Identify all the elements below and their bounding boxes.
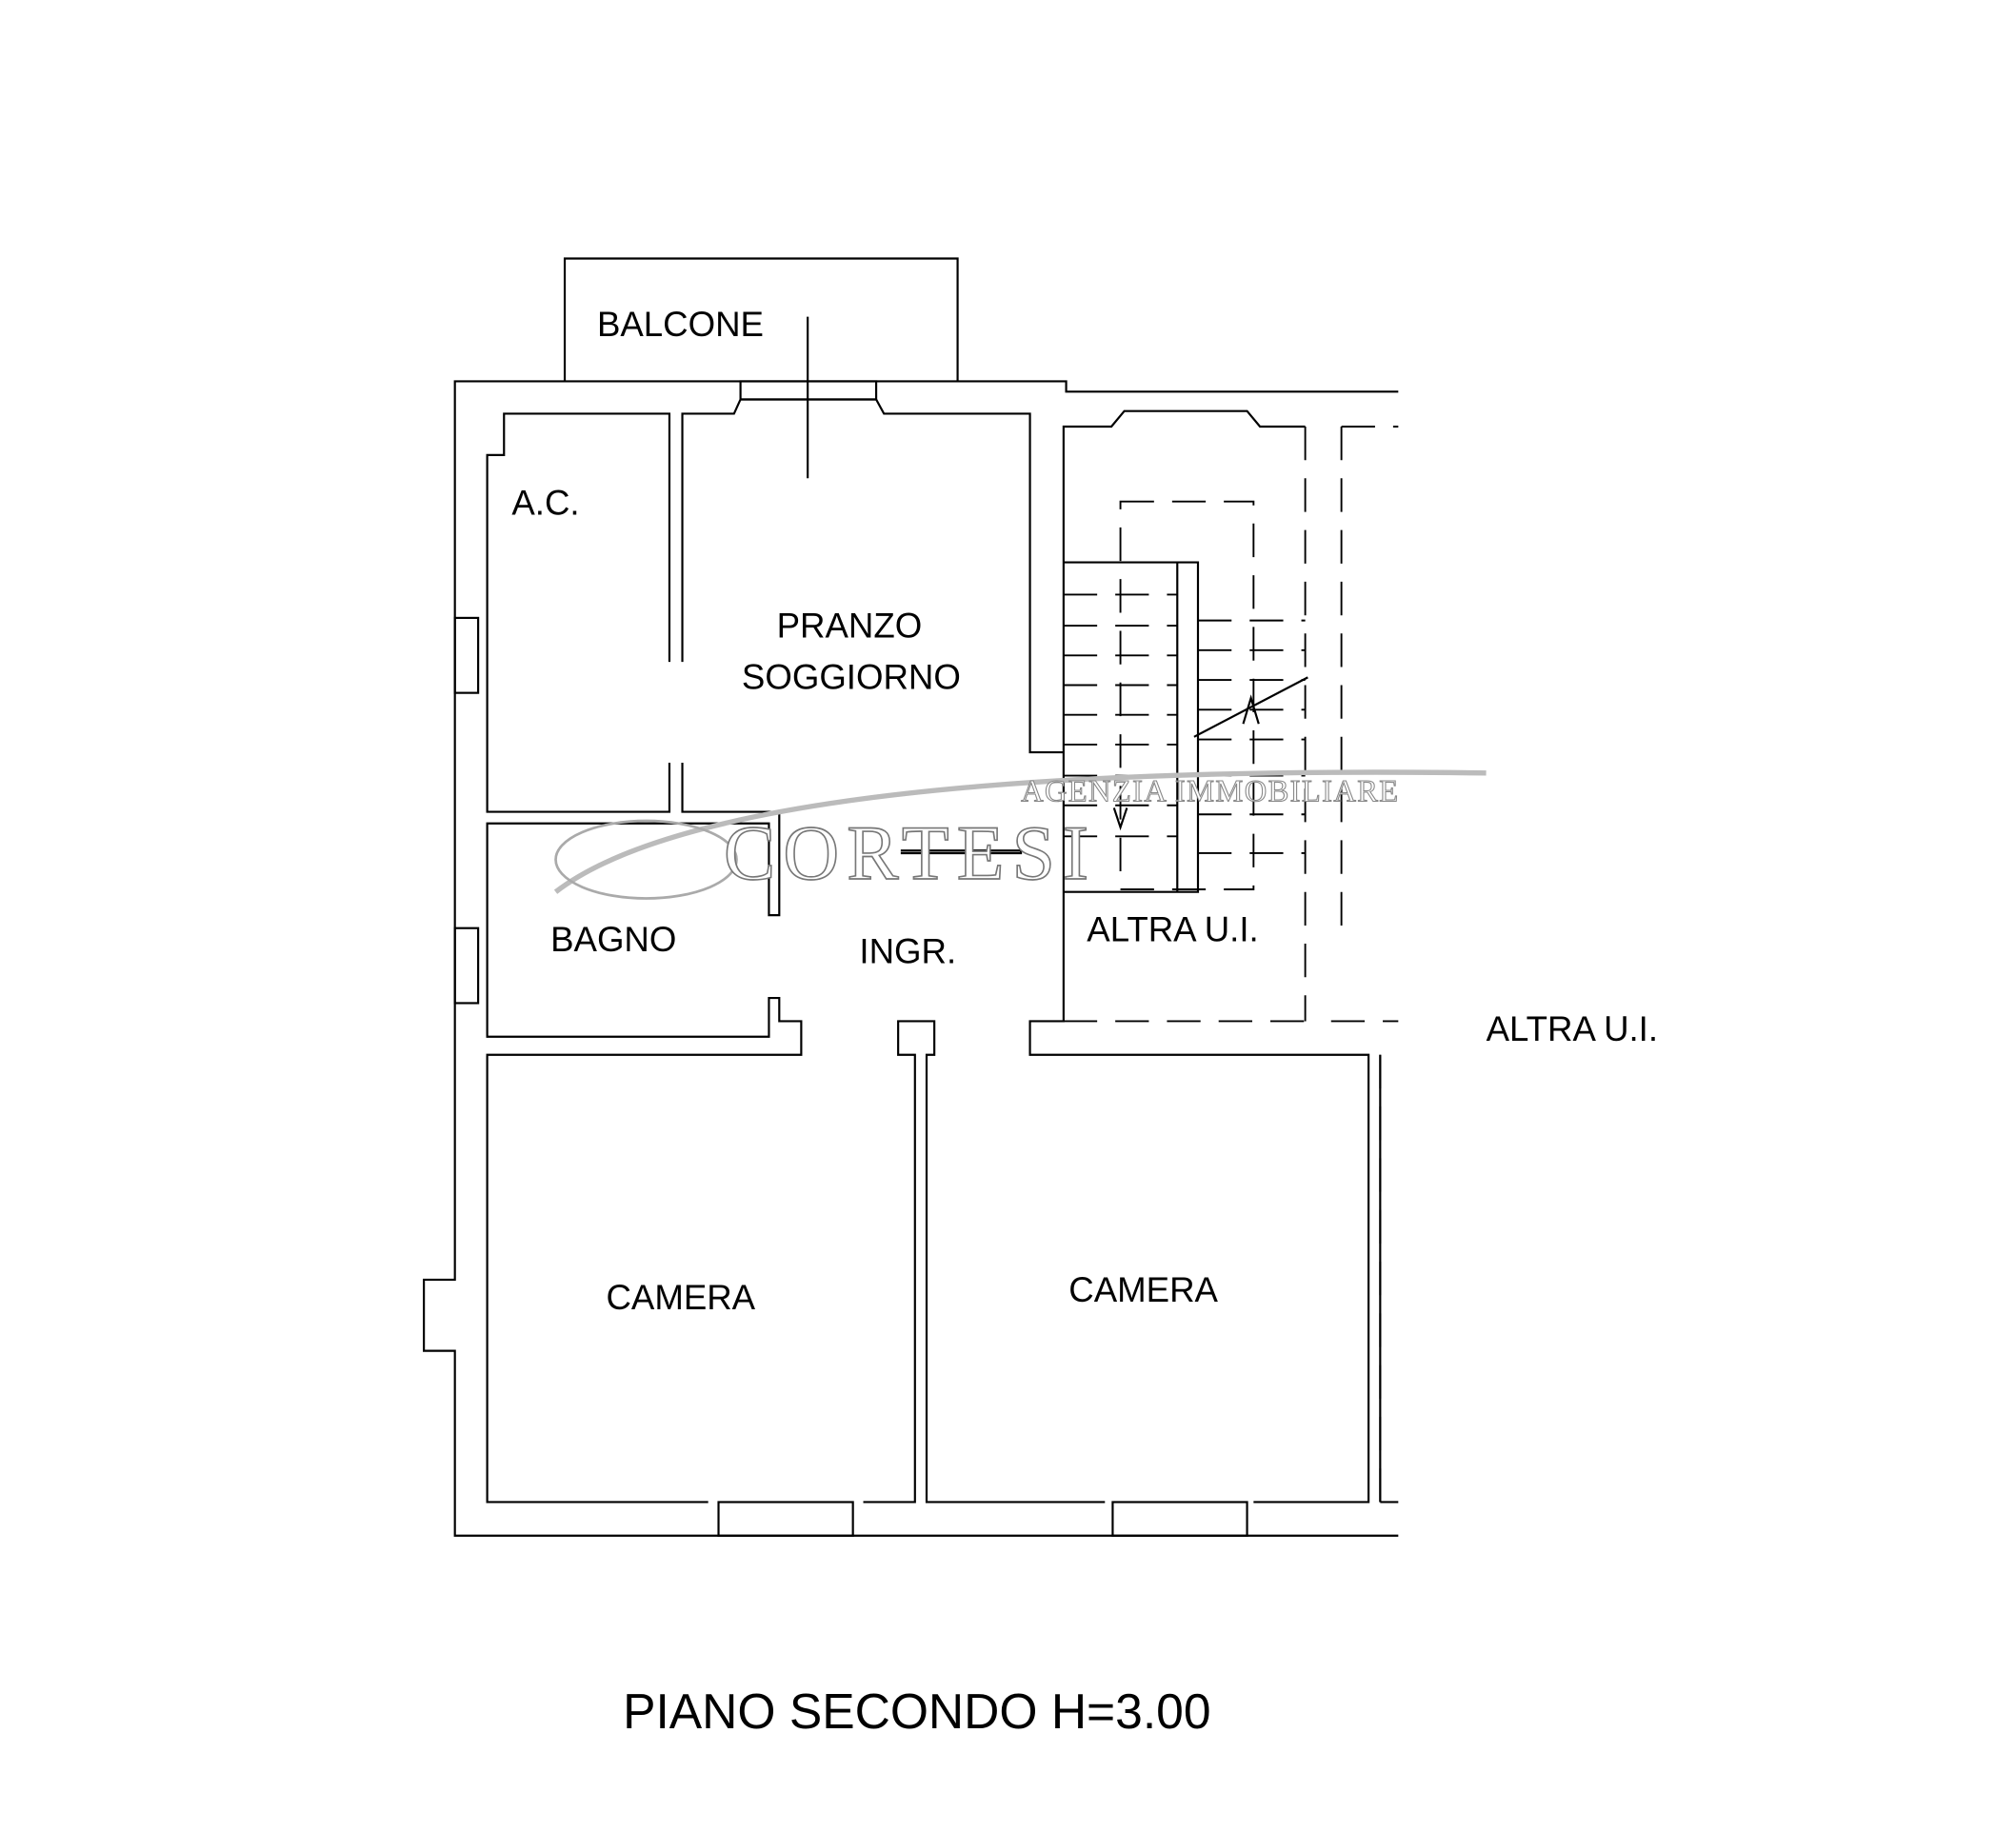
room-label-ingresso: INGR.: [859, 931, 956, 970]
room-label-balcone: BALCONE: [597, 305, 764, 344]
interior-walls: [486, 398, 1399, 1504]
room-label-camera-left: CAMERA: [606, 1278, 755, 1317]
room-label-soggiorno: SOGGIORNO: [742, 658, 961, 697]
room-label-ac: A.C.: [511, 483, 579, 522]
room-label-altra-ui-stair: ALTRA U.I.: [1087, 909, 1258, 948]
watermark-logo: AGENZIA IMMOBILIARE CORTESI: [553, 769, 1487, 900]
outer-walls: [423, 380, 1399, 1537]
floor-title: PIANO SECONDO H=3.00: [623, 1684, 1210, 1739]
watermark-line2: CORTESI: [724, 809, 1096, 896]
room-label-bagno: BAGNO: [550, 920, 676, 959]
watermark-line1: AGENZIA IMMOBILIARE: [1021, 775, 1399, 809]
staircase: [1063, 426, 1399, 1503]
room-label-altra-ui-right: ALTRA U.I.: [1487, 1009, 1658, 1048]
room-label-camera-right: CAMERA: [1068, 1270, 1218, 1309]
room-label-pranzo: PRANZO: [777, 606, 923, 645]
balcony: [563, 257, 959, 479]
